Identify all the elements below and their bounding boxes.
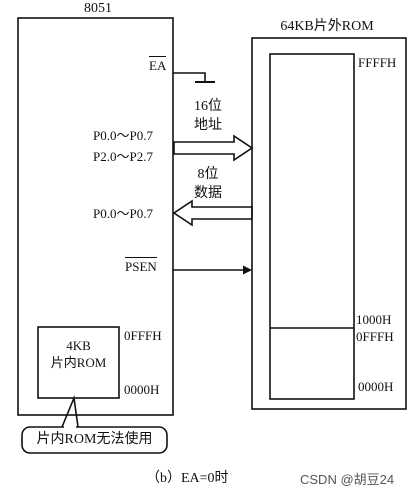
internal-rom-bottom-address: 0000H <box>124 382 160 397</box>
callout-pointer <box>61 394 79 428</box>
data-port-label: P0.0～P0.7 <box>93 206 153 221</box>
external-rom-0fffh-address: 0FFFH <box>356 329 394 344</box>
internal-rom-box <box>37 326 120 399</box>
callout-bubble <box>21 426 168 454</box>
external-rom-1000h-address: 1000H <box>356 312 392 327</box>
ea-wire <box>173 72 206 82</box>
external-rom-bottom-address: 0000H <box>358 379 394 394</box>
data-width-label: 8位 <box>197 167 219 182</box>
address-width-label: 16位 <box>194 99 222 114</box>
internal-rom-top-address: 0FFFH <box>124 328 162 343</box>
external-rom-block <box>269 53 355 400</box>
psen-signal-label: PSEN <box>125 257 157 274</box>
external-rom-top-address: FFFFH <box>358 55 397 70</box>
address-label: 地址 <box>194 118 222 133</box>
address-high-port-label: P2.0～P2.7 <box>93 149 153 164</box>
figure-caption: （b）EA=0时 <box>146 471 229 486</box>
watermark: CSDN @胡豆24 <box>300 472 395 487</box>
internal-rom-size: 4KB <box>66 338 91 353</box>
external-rom-frame <box>251 37 407 410</box>
chip-title: 8051 <box>84 1 112 16</box>
address-low-port-label: P0.0～P0.7 <box>93 128 153 143</box>
psen-arrowhead <box>243 265 252 275</box>
ea-signal-label: EA <box>149 56 167 73</box>
internal-rom-name: 片内ROM <box>50 355 107 370</box>
external-rom-title: 64KB片外ROM <box>280 19 374 34</box>
callout-text: 片内ROM无法使用 <box>36 432 153 447</box>
chip-8051-box <box>17 17 174 416</box>
address-arrow <box>173 134 254 162</box>
data-arrow <box>172 199 253 227</box>
data-label: 数据 <box>194 186 222 201</box>
